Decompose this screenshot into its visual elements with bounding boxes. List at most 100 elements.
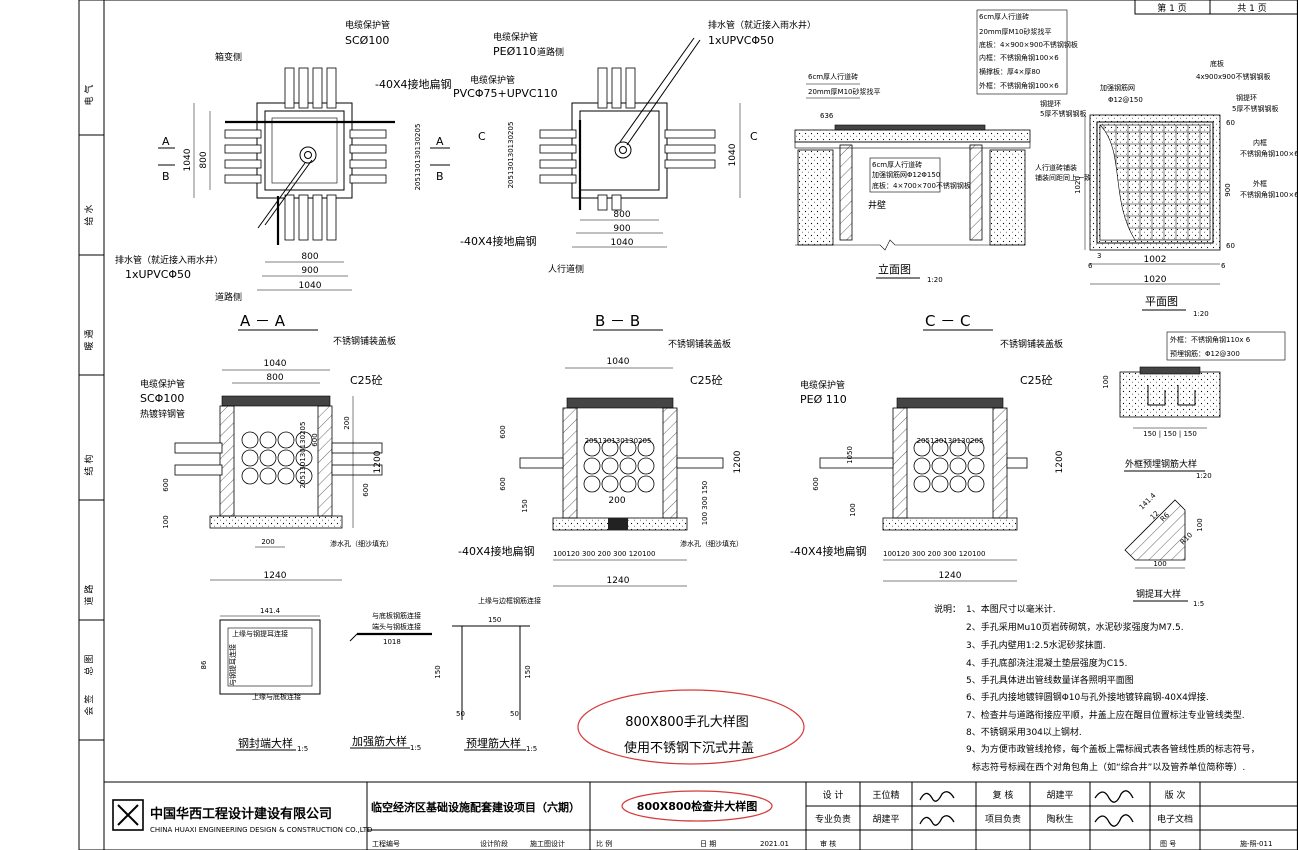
section-aa-dim-1240: 1240 (264, 571, 287, 581)
section-aa-dim-100: 100 (162, 515, 170, 528)
section-mark-c-right: C (750, 130, 758, 143)
label-drain-pipe-spec: 1xUPVCΦ50 (125, 268, 191, 281)
tb-label-design: 设 计 (823, 789, 844, 801)
plan-label-rebar-spec: Φ12@150 (1108, 96, 1143, 104)
plan-view-scale: 1:20 (1193, 310, 1209, 318)
dim-800-v: 800 (199, 151, 209, 168)
callout-line1: 800X800手孔大样图 (625, 715, 749, 730)
plan-label-inner-frame-spec: 不锈钢角钢100×6 (1240, 149, 1298, 158)
plan-dim-6b: 6 (1221, 262, 1226, 270)
seal-dim: 141.4 (260, 607, 281, 615)
elev-note-3: 底板：4×900×900不锈钢钢板 (979, 40, 1078, 49)
page-label: 第 1 页 (1157, 2, 1186, 14)
seal-note1: 上缘与钢提耳连接 (232, 629, 288, 638)
section-cc-label-cable-spec: PEØ 110 (800, 393, 847, 406)
section-aa-label-seep: 渗水孔（细沙填充） (330, 539, 393, 548)
tb-label-date: 日 期 (700, 840, 716, 848)
plan-label-inner-frame: 内框 (1253, 138, 1267, 147)
section-cc-dim-stack: 205130130130205 (917, 437, 984, 445)
label-road-side: 道路侧 (215, 291, 242, 303)
elev-note-10: 加强钢筋网Φ12Φ150 (872, 170, 940, 179)
section-bb-dim-stack: 205130130130205 (585, 437, 652, 445)
section-bb-dim-100-300-150: 100 300 150 (701, 481, 709, 526)
plan-dim-1020: 1020 (1144, 275, 1167, 285)
dim-stack-v: 205130130130205 (414, 124, 422, 191)
outer-frame-detail: 外框：不锈钢角钢110x 6 预埋钢筋：Φ12@300 100 150 | 15… (1102, 331, 1286, 480)
small-details: 141.4 上缘与钢提耳连接 上缘与底板连接 与钢提耳连接 86 钢封端大样 1… (200, 596, 541, 753)
label-walkway-side: 人行道侧 (548, 263, 584, 275)
label-well-wall: 井壁 (868, 199, 886, 211)
section-aa-dim-1040: 1040 (264, 359, 287, 369)
elev-dims: 636 (820, 112, 834, 120)
hook-dim-12: 12 (1149, 509, 1161, 521)
plan-dim-60a: 60 (1226, 119, 1235, 127)
section-bb-dim-1200: 1200 (733, 450, 743, 473)
section-aa-dim-600c: 600 (162, 478, 170, 491)
top-mid-plan: 电缆保护管 PEØ110 道路侧 电缆保护管 PVCΦ75+UPVC110 排水… (453, 19, 816, 275)
section-cc-label-ground: -40X4接地扁钢 (790, 545, 867, 558)
rebar-scale: 1:5 (410, 744, 421, 752)
plan-label-hook-spec: 5厚不锈钢钢板 (1040, 109, 1086, 118)
notes: 说明： 1、本图尺寸以毫米计. 2、手孔采用Mu10页岩砖砌筑，水泥砂浆强度为M… (934, 603, 1260, 773)
seal-scale: 1:5 (297, 745, 308, 753)
strip-cell-structure: 结 构 (83, 455, 95, 476)
notes-heading: 说明： (934, 603, 961, 615)
section-cc-dim-1240: 1240 (939, 571, 962, 581)
strip-cell-master: 总 图 (83, 655, 95, 676)
hook-dim-100h: 100 (1153, 560, 1166, 568)
section-aa-label-cover: 不锈钢铺装盖板 (333, 335, 396, 347)
dim-1040-h-mid: 1040 (611, 238, 634, 248)
dim-1040-v-mid: 1040 (728, 143, 738, 166)
section-bb-dim-1240: 1240 (607, 576, 630, 586)
elevation-scale: 1:20 (927, 276, 943, 284)
section-bb-dim-600b: 600 (499, 477, 507, 490)
label-drain-pipe-mid: 排水管（就近接入雨水井） (708, 19, 816, 31)
plan-label-bottom-spec: 4x900x900不锈钢钢板 (1196, 72, 1270, 81)
hook-dim-100v: 100 (1196, 518, 1204, 531)
note-item-8: 8、不锈钢采用304以上钢材. (966, 726, 1082, 738)
company-logo (112, 799, 144, 831)
section-cc-dim-bottom: 100120 300 200 300 120100 (883, 550, 985, 558)
hook-title: 钢提耳大样 (1136, 588, 1181, 600)
section-aa-dim-600a: 600 (311, 433, 319, 446)
label-cable-pipe-mid: 电缆保护管 (493, 31, 538, 43)
section-bb-label-seep: 渗水孔（细沙填充） (680, 539, 743, 548)
embed-dim-150: 150 (488, 616, 501, 624)
section-aa-label-galv: 热镀锌钢管 (140, 408, 185, 420)
embed-scale: 1:5 (526, 745, 537, 753)
tb-value-lead: 胡建平 (872, 813, 899, 825)
section-bb-label-concrete: C25砼 (690, 374, 723, 387)
section-aa-label-cable-spec: SCΦ100 (140, 392, 184, 405)
tb-label-scale: 比 例 (596, 839, 612, 848)
ofd-scale: 1:20 (1196, 472, 1212, 480)
dim-1040-h: 1040 (299, 281, 322, 291)
elev-note-4: 内框：不锈钢角钢100×6 (979, 53, 1059, 62)
hook-detail: 141.4 12 R6 100 R10 100 钢提耳大样 1:5 (1124, 491, 1204, 608)
tb-value-stage: 施工图设计 (530, 839, 565, 848)
strip-cell-road: 道 路 (83, 585, 95, 606)
tb-label-approve: 审 核 (820, 839, 836, 848)
seal-note3: 与钢提耳连接 (228, 644, 237, 686)
plan-view-title: 平面图 (1145, 295, 1178, 308)
section-bb-label-ground: -40X4接地扁钢 (458, 545, 535, 558)
seal-dim-v: 86 (200, 660, 208, 669)
label-cable-pipe-spec-mid: PEØ110 (493, 45, 536, 58)
label-road-side-mid: 道路侧 (537, 46, 564, 58)
tb-label-version: 版 次 (1165, 789, 1186, 801)
seal-note2: 上缘与底板连接 (252, 692, 301, 701)
tb-value-date: 2021.01 (760, 840, 789, 848)
section-aa-label-concrete: C25砼 (350, 374, 383, 387)
strip-cell-electric: 电 气 (83, 85, 95, 106)
plan-dim-1020-v: 1020 (1074, 176, 1082, 194)
note-item-6: 6、手孔内接地镀锌圆钢Φ10与孔外接地镀锌扁钢-40X4焊接. (966, 691, 1209, 703)
label-cable-pipe2: 电缆保护管 (470, 74, 515, 86)
section-aa-dim-600b: 600 (362, 483, 370, 496)
section-aa-dim-200b: 200 (261, 538, 274, 546)
elev-note-11: 底板：4×700×700不锈钢钢板 (872, 181, 971, 190)
total-label: 共 1 页 (1237, 3, 1266, 14)
section-aa-title: A － A (240, 312, 286, 330)
section-aa-dim-stack: 205130130130205 (299, 422, 307, 489)
elev-note-5: 横撑板：厚4×厚80 (979, 67, 1040, 76)
hook-dim-1414: 141.4 (1138, 491, 1158, 511)
section-bb-dim-150: 150 (521, 499, 529, 512)
